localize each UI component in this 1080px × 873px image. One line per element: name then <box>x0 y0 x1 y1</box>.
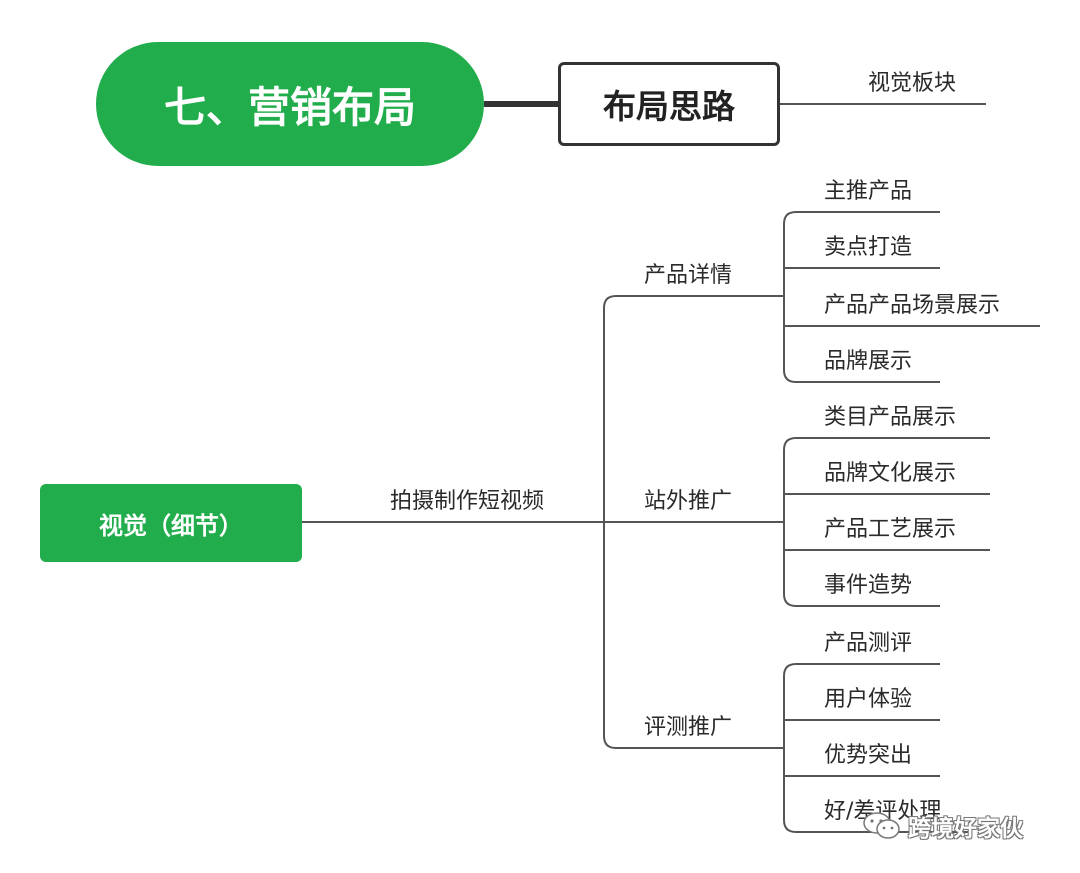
leaf-spine-2 <box>783 437 797 607</box>
watermark-text: 跨境好家伙 <box>908 816 1023 842</box>
leaf-item: 品牌文化展示 <box>824 461 957 486</box>
wechat-icon <box>863 812 900 839</box>
group-label-offsite-promo: 站外推广 <box>644 489 733 514</box>
leaf-item: 卖点打造 <box>824 235 913 260</box>
group-spine <box>603 295 624 749</box>
title-node: 七、营销布局 <box>96 42 484 166</box>
leaf-spine-3 <box>783 663 797 833</box>
root-node: 视觉（细节） <box>40 484 302 562</box>
leaf-item: 用户体验 <box>824 687 913 712</box>
leaf-item: 主推产品 <box>824 179 913 204</box>
layout-node: 布局思路 <box>558 62 780 146</box>
watermark: 跨境好家伙 <box>862 806 1023 846</box>
leaf-item: 产品测评 <box>824 631 913 656</box>
group-label-product-detail: 产品详情 <box>644 263 733 288</box>
leaf-item: 事件造势 <box>824 573 913 598</box>
leaf-item: 类目产品展示 <box>824 405 957 430</box>
leaf-item: 产品工艺展示 <box>824 517 957 542</box>
leaf-item: 产品产品场景展示 <box>824 293 1001 318</box>
leaf-item: 优势突出 <box>824 743 913 768</box>
group-label-review-promo: 评测推广 <box>644 715 733 740</box>
branch-label: 拍摄制作短视频 <box>390 489 545 514</box>
layout-child-label: 视觉板块 <box>868 71 957 96</box>
leaf-item: 品牌展示 <box>824 349 913 374</box>
leaf-spine-1 <box>783 211 797 383</box>
